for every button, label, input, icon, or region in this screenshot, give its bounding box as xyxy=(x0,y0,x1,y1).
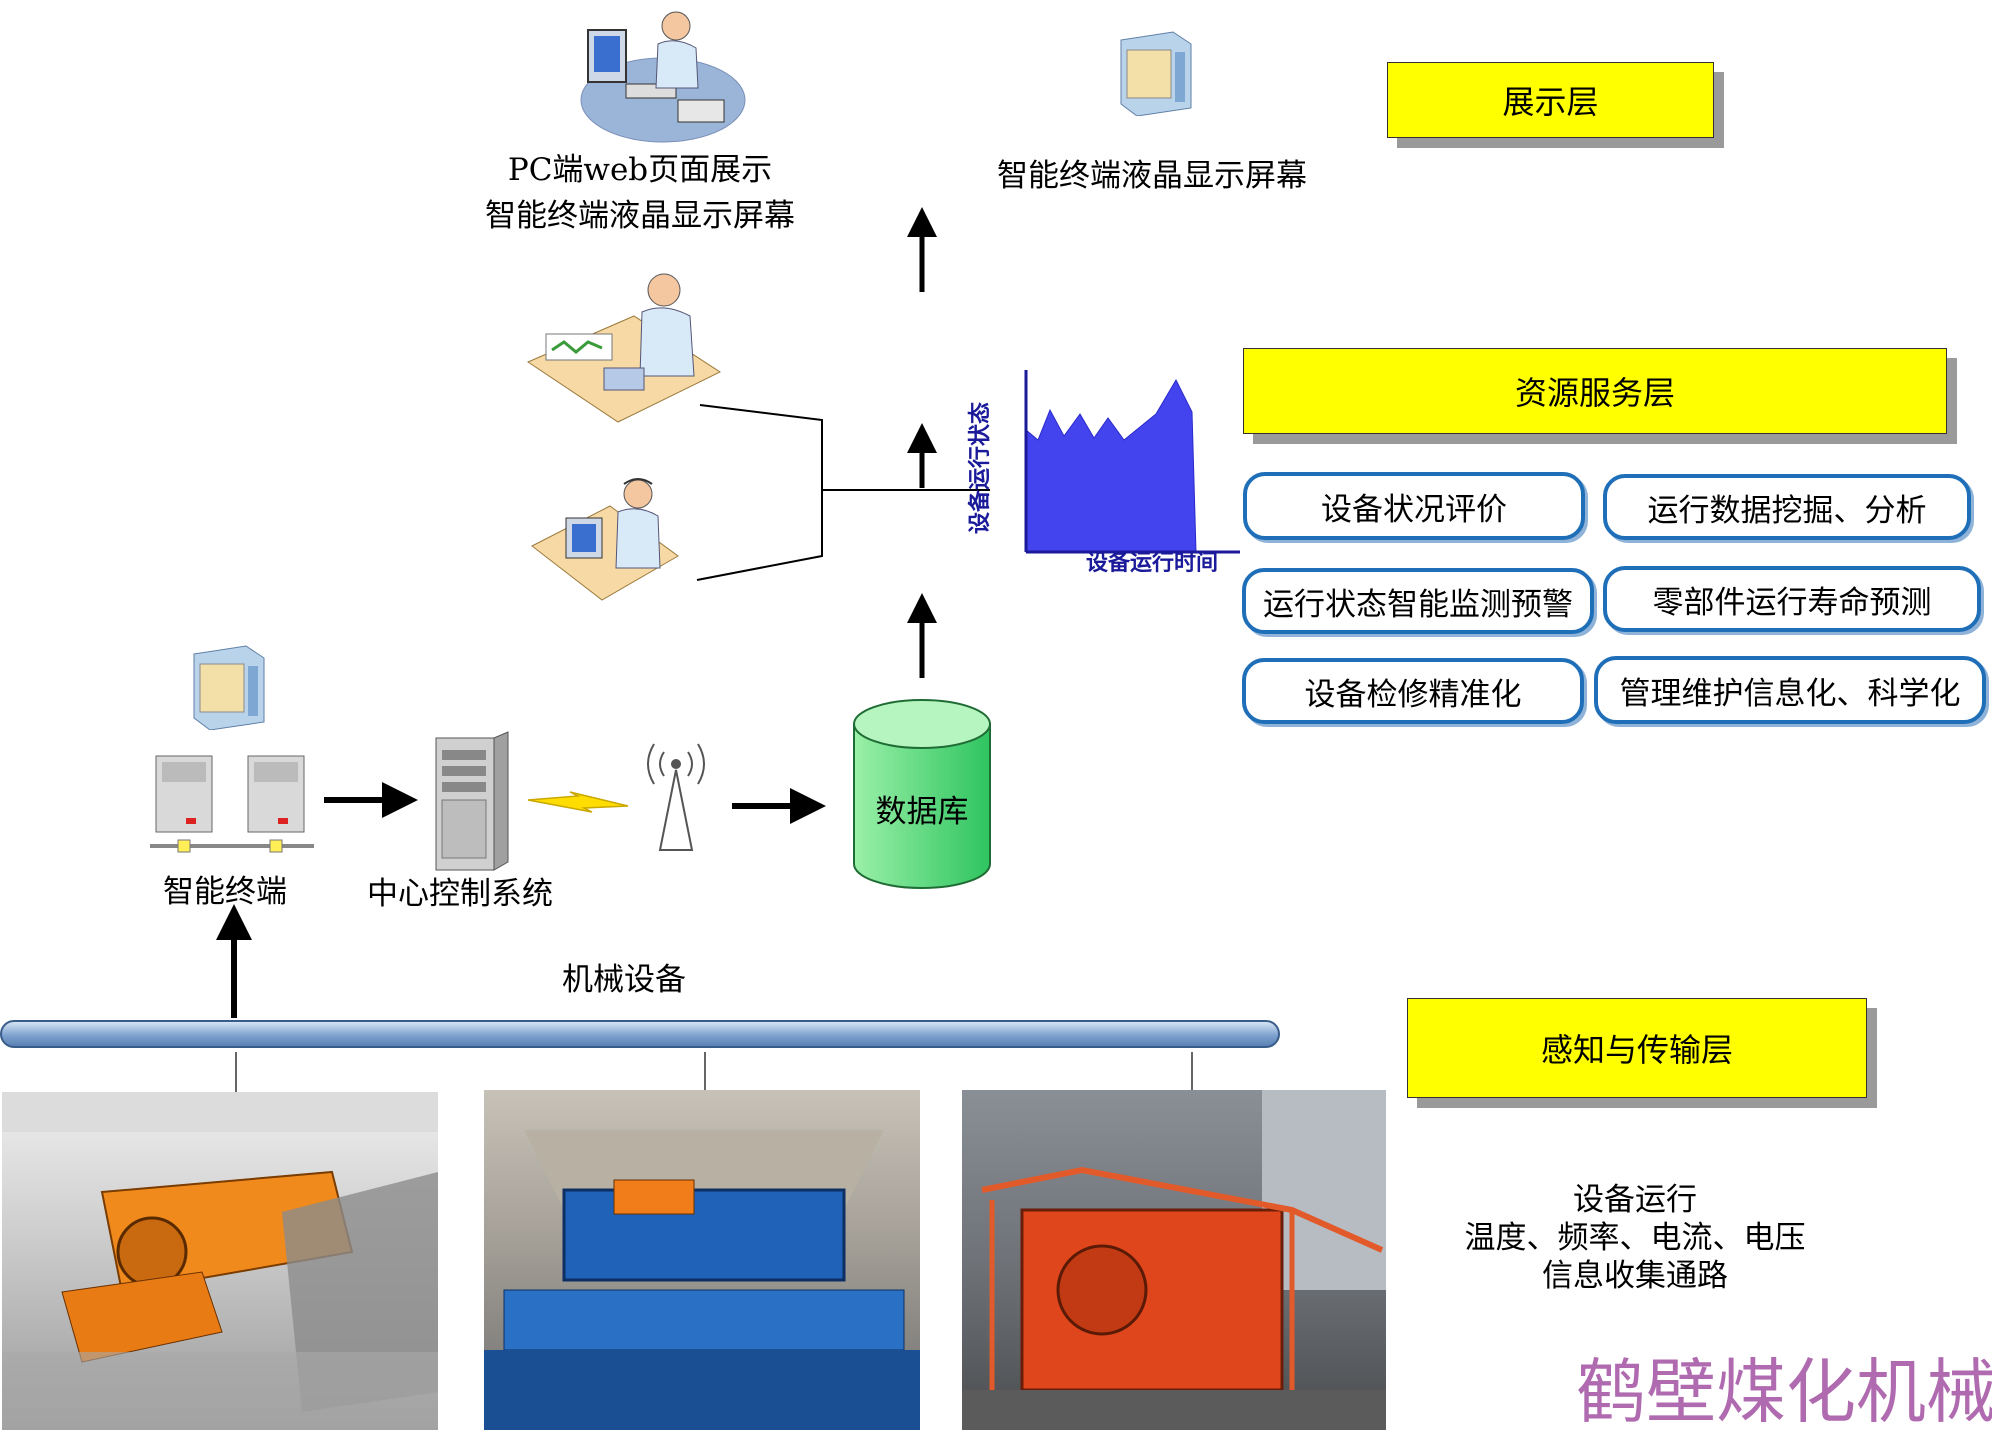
service-precise-maintenance: 设备检修精准化 xyxy=(1242,658,1584,724)
perception-transport-layer-label: 感知与传输层 xyxy=(1407,998,1867,1098)
equipment-photo-2 xyxy=(484,1090,920,1430)
service-management-info: 管理维护信息化、科学化 xyxy=(1594,656,1986,724)
service-lifespan-prediction: 零部件运行寿命预测 xyxy=(1603,566,1981,632)
junction-line xyxy=(699,404,990,491)
machinery-label: 机械设备 xyxy=(562,962,686,998)
pc-terminal-label: 智能终端液晶显示屏幕 xyxy=(485,198,795,234)
chart-ylabel: 设备运行状态 xyxy=(967,401,994,535)
chart-area xyxy=(1025,378,1197,553)
terminal-screen-icon xyxy=(1120,31,1192,116)
info-channel-line2: 温度、频率、电流、电压 xyxy=(1464,1220,1806,1256)
company-watermark: 鹤壁煤化机械 xyxy=(1576,1351,1992,1433)
smart-terminal-label: 智能终端 xyxy=(163,874,287,910)
equipment-photo-3 xyxy=(962,1090,1386,1430)
database-icon xyxy=(853,699,991,889)
equipment-photo-1 xyxy=(2,1092,438,1430)
wireless-bolt-icon xyxy=(527,791,629,813)
resource-service-layer-label: 资源服务层 xyxy=(1243,348,1947,434)
analyst-desk-icon xyxy=(526,273,722,423)
pc-web-label: PC端web页面展示 xyxy=(507,152,773,188)
machinery-bus xyxy=(0,1020,1280,1048)
pc-user-icon xyxy=(580,11,746,143)
operator-headset-icon xyxy=(531,478,679,601)
info-channel-line3: 信息收集通路 xyxy=(1542,1258,1728,1294)
database-label: 数据库 xyxy=(875,794,969,830)
terminal-display-icon xyxy=(193,645,265,730)
service-data-mining: 运行数据挖掘、分析 xyxy=(1603,474,1971,540)
info-channel-line1: 设备运行 xyxy=(1573,1182,1697,1218)
presentation-layer-label: 展示层 xyxy=(1387,62,1714,138)
terminal-display-label: 智能终端液晶显示屏幕 xyxy=(997,158,1307,194)
service-equipment-evaluation: 设备状况评价 xyxy=(1243,472,1585,540)
service-monitoring-warning: 运行状态智能监测预警 xyxy=(1242,568,1594,634)
status-chart xyxy=(1024,370,1240,554)
chart-xlabel: 设备运行时间 xyxy=(1086,550,1219,576)
control-system-label: 中心控制系统 xyxy=(367,876,553,912)
smart-terminal-icon xyxy=(150,755,314,853)
control-server-icon xyxy=(435,731,509,871)
antenna-icon xyxy=(647,743,705,851)
